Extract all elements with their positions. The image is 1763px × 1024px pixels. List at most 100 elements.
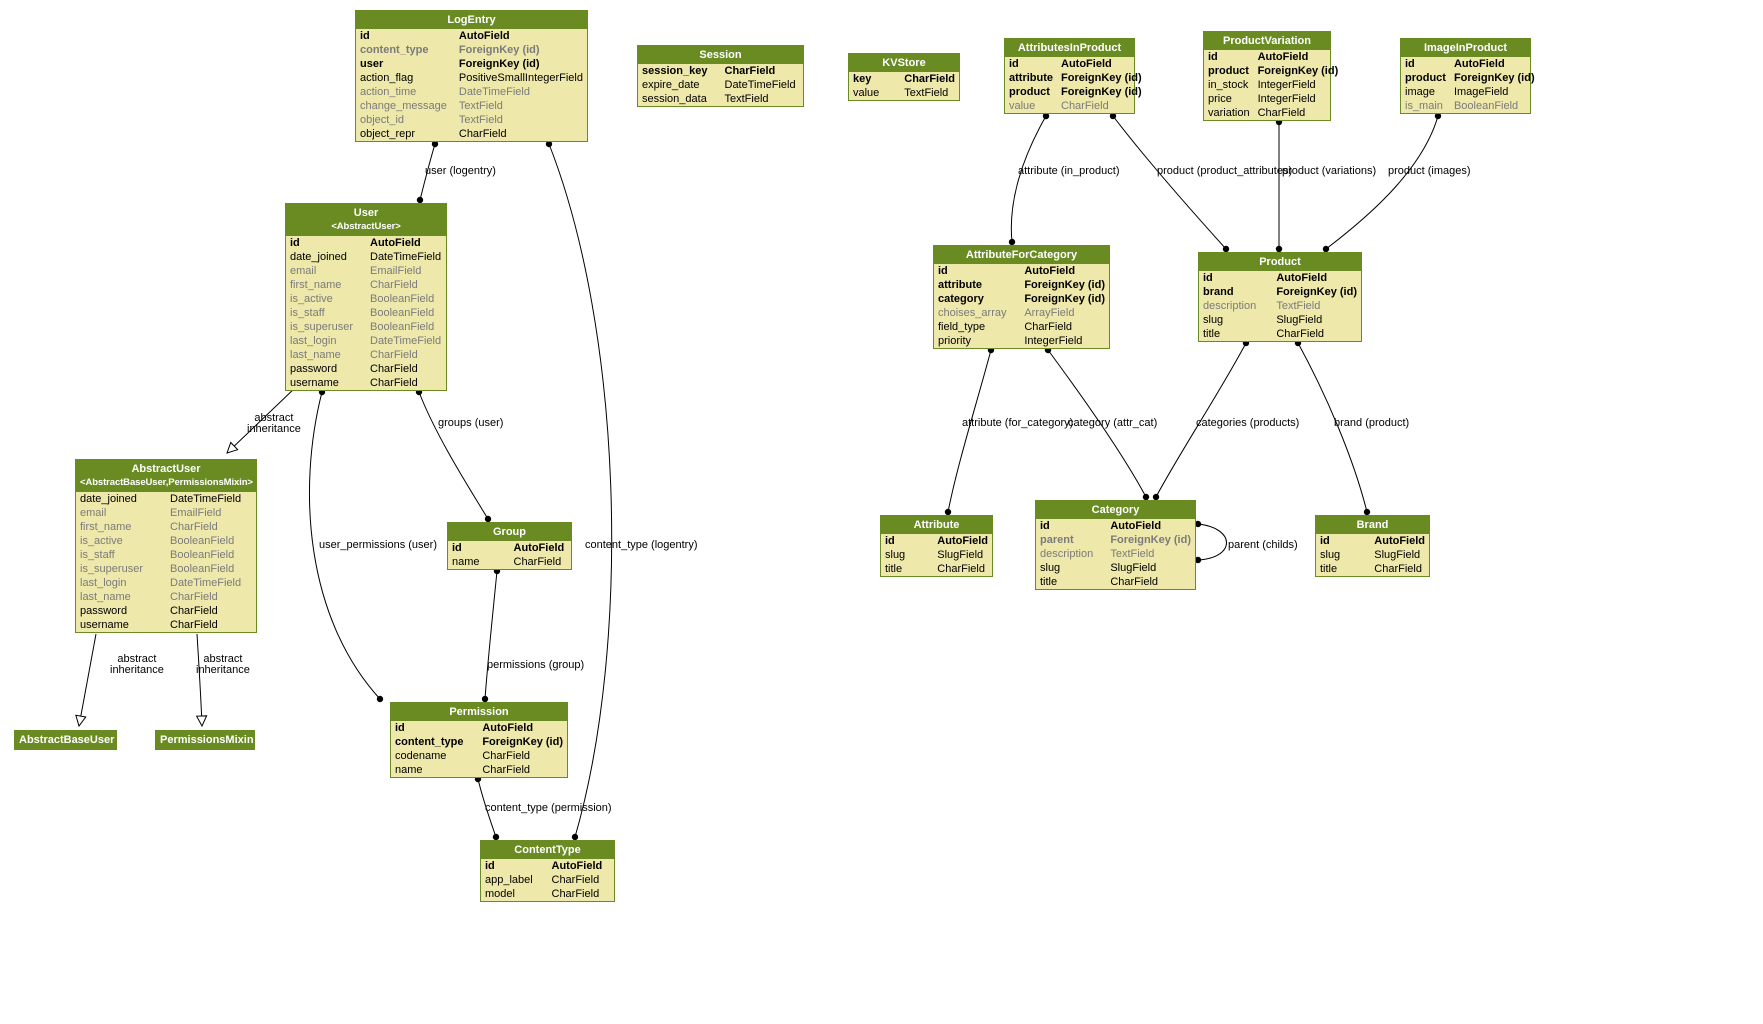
- entity-title: LogEntry: [447, 14, 496, 26]
- entity-title: Product: [1259, 256, 1301, 268]
- field-name: id: [1208, 51, 1218, 63]
- field-name: expire_date: [642, 79, 700, 91]
- field-name: last_name: [80, 591, 131, 603]
- field-type: CharField: [1257, 107, 1306, 119]
- field-name: email: [290, 265, 317, 277]
- field-type: ForeignKey (id): [458, 44, 540, 56]
- entity-title: Category: [1091, 504, 1140, 516]
- field-type: SlugField: [1110, 562, 1157, 574]
- field-row-username: username CharField: [76, 618, 256, 632]
- field-type: CharField: [370, 377, 418, 389]
- field-type: AutoField: [1024, 265, 1076, 277]
- field-name: slug: [1040, 562, 1061, 574]
- edge-label: attribute (for_category): [962, 417, 1074, 429]
- entity-header: AbstractBaseUser: [15, 731, 116, 749]
- entity-title: ImageInProduct: [1423, 42, 1508, 54]
- field-type: SlugField: [1276, 314, 1323, 326]
- field-name: is_superuser: [80, 563, 143, 575]
- field-name: id: [885, 535, 895, 547]
- field-type: CharField: [1061, 100, 1109, 112]
- field-name: category: [938, 293, 984, 305]
- entity-header: Attribute: [881, 516, 992, 534]
- entity-title: ProductVariation: [1222, 35, 1312, 47]
- field-name: object_id: [360, 114, 405, 126]
- field-name: brand: [1203, 286, 1234, 298]
- field-type: TextField: [904, 87, 949, 99]
- edge-label: product (images): [1388, 165, 1471, 177]
- entity-title: User: [353, 207, 379, 219]
- field-name: id: [452, 542, 462, 554]
- entity-title: Session: [699, 49, 742, 61]
- field-type: PositiveSmallIntegerField: [458, 72, 583, 84]
- entity-subtitle: <AbstractUser>: [331, 221, 401, 232]
- field-type: ForeignKey (id): [1061, 86, 1142, 98]
- edge-label: attribute (in_product): [1018, 165, 1120, 177]
- edge-attributeforcategory-category: [1044, 346, 1150, 501]
- edge-logentry-contenttype: [545, 140, 613, 841]
- field-name: parent: [1040, 534, 1074, 546]
- entity-header: Product: [1199, 253, 1361, 271]
- field-type: TextField: [1110, 548, 1155, 560]
- edge-label: product (variations): [1282, 165, 1377, 177]
- field-name: attribute: [1009, 72, 1053, 84]
- field-name: is_active: [80, 535, 123, 547]
- entity-header: ImageInProduct: [1401, 39, 1530, 57]
- field-type: AutoField: [513, 542, 565, 554]
- field-type: CharField: [904, 73, 955, 85]
- field-name: title: [885, 563, 903, 575]
- field-type: ForeignKey (id): [1061, 72, 1142, 84]
- entity-title: KVStore: [882, 57, 926, 69]
- field-name: username: [80, 619, 129, 631]
- edge-product-category-categories: [1152, 339, 1250, 501]
- edge-user-group-groups: [415, 388, 492, 523]
- edge-label: content_type (permission): [485, 802, 612, 814]
- field-type: TextField: [724, 93, 769, 105]
- edge-label: parent (childs): [1228, 539, 1298, 551]
- field-type: CharField: [458, 128, 507, 140]
- edge-label: groups (user): [438, 417, 504, 429]
- field-type: AutoField: [458, 30, 510, 42]
- field-name: action_flag: [360, 72, 414, 84]
- field-type: CharField: [170, 619, 218, 631]
- entity-header: Session: [638, 46, 803, 64]
- field-row-attribute: attribute ForeignKey (id): [1005, 71, 1146, 85]
- edge-label: category (attr_cat): [1068, 417, 1158, 429]
- field-type: DateTimeField: [724, 79, 796, 91]
- field-name: app_label: [485, 874, 533, 886]
